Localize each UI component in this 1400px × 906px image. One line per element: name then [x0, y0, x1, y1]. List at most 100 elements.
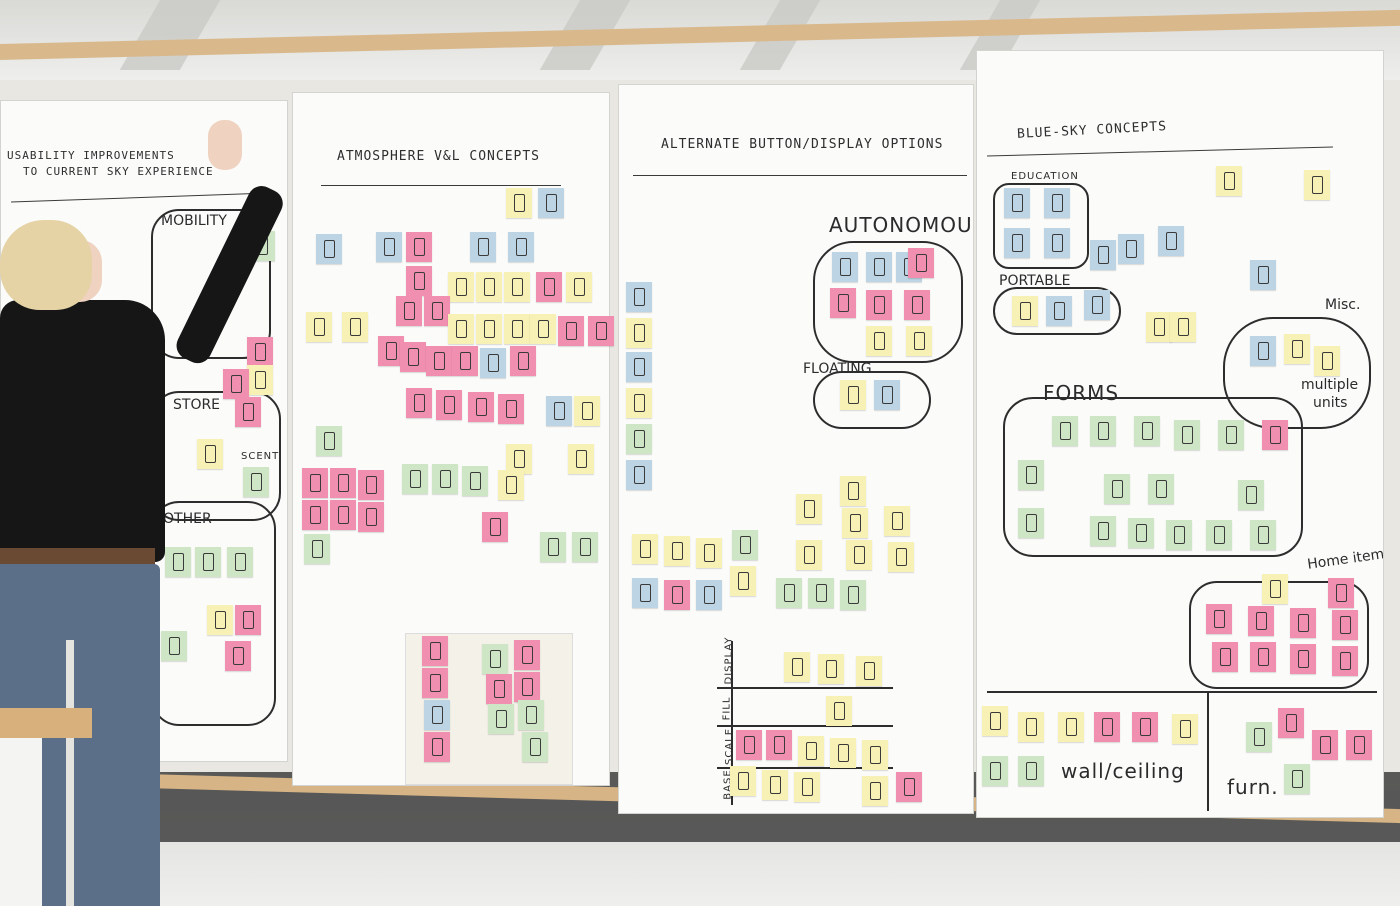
sticky-note	[1246, 722, 1272, 752]
sticky-note	[558, 316, 584, 346]
sticky-note	[808, 578, 834, 608]
sticky-note	[1132, 712, 1158, 742]
sticky-note	[1218, 420, 1244, 450]
label-wall-ceiling: wall/ceiling	[1061, 759, 1185, 783]
sticky-note	[1216, 166, 1242, 196]
sticky-note	[784, 652, 810, 682]
sticky-note	[632, 534, 658, 564]
sticky-note	[514, 672, 540, 702]
sticky-note	[235, 605, 261, 635]
grid-axis-row2	[717, 725, 893, 727]
sticky-note	[632, 578, 658, 608]
sticky-note	[406, 266, 432, 296]
desk-leg	[0, 738, 42, 906]
sticky-note	[482, 512, 508, 542]
sticky-note	[538, 188, 564, 218]
mobility-loop	[151, 209, 271, 359]
sticky-note	[866, 326, 892, 356]
sticky-note	[1134, 416, 1160, 446]
person-torso	[0, 300, 165, 562]
grid-axis-row3	[717, 767, 893, 769]
sticky-note	[1018, 460, 1044, 490]
sticky-note	[470, 232, 496, 262]
sticky-note	[884, 506, 910, 536]
label-other: OTHER	[163, 511, 212, 527]
sticky-note	[1052, 416, 1078, 446]
sticky-note	[626, 460, 652, 490]
sticky-note	[540, 532, 566, 562]
sticky-note	[197, 439, 223, 469]
sticky-note	[856, 656, 882, 686]
usability-title-line2: TO CURRENT SKY EXPERIENCE	[23, 165, 214, 178]
label-home-items: Home items	[1306, 545, 1384, 573]
sticky-note	[448, 314, 474, 344]
label-mobility: MOBILITY	[161, 213, 227, 229]
sticky-note	[1148, 474, 1174, 504]
sticky-note	[486, 674, 512, 704]
sticky-note	[1262, 420, 1288, 450]
sticky-note	[302, 500, 328, 530]
label-forms: FORMS	[1043, 381, 1120, 405]
sticky-note	[840, 580, 866, 610]
sticky-note	[452, 346, 478, 376]
grid-label-fill: FILL	[721, 696, 733, 721]
sticky-note	[514, 640, 540, 670]
sticky-note	[1094, 712, 1120, 742]
sticky-note	[1206, 604, 1232, 634]
sticky-note	[1250, 260, 1276, 290]
sticky-note	[842, 508, 868, 538]
misc-loop	[1223, 317, 1371, 429]
sticky-note	[536, 272, 562, 302]
sticky-note	[223, 369, 249, 399]
sticky-note	[626, 318, 652, 348]
grid-axis-vertical	[731, 641, 733, 805]
forms-loop	[1003, 397, 1303, 557]
atmosphere-title: ATMOSPHERE V&L CONCEPTS	[337, 149, 541, 164]
sticky-note	[866, 290, 892, 320]
usability-title-line1: USABILITY IMPROVEMENTS	[7, 149, 175, 162]
sticky-note	[546, 396, 572, 426]
sticky-note	[904, 290, 930, 320]
floating-loop	[813, 371, 931, 429]
sticky-note	[862, 776, 888, 806]
sticky-note	[448, 272, 474, 302]
sticky-note	[776, 578, 802, 608]
grid-axis-row1	[717, 687, 893, 689]
sticky-note	[510, 346, 536, 376]
sticky-note	[225, 641, 251, 671]
label-autonomous: AUTONOMOUS	[829, 213, 974, 237]
sticky-note	[736, 730, 762, 760]
sticky-note	[664, 580, 690, 610]
sticky-note	[664, 536, 690, 566]
vertical-divider	[1207, 691, 1209, 811]
person-belt	[0, 548, 155, 566]
sticky-note	[1004, 188, 1030, 218]
sticky-note	[1018, 756, 1044, 786]
sticky-note	[207, 605, 233, 635]
sticky-note	[498, 394, 524, 424]
sticky-note	[522, 732, 548, 762]
label-portable: PORTABLE	[999, 273, 1071, 289]
sticky-note	[424, 296, 450, 326]
sticky-note	[1172, 714, 1198, 744]
sticky-note	[488, 704, 514, 734]
sticky-note	[572, 532, 598, 562]
sticky-note	[874, 380, 900, 410]
sticky-note	[832, 252, 858, 282]
sticky-note	[306, 312, 332, 342]
autonomous-loop	[813, 241, 963, 363]
sticky-note	[1346, 730, 1372, 760]
sticky-note	[730, 766, 756, 796]
sticky-note	[888, 542, 914, 572]
sticky-note	[518, 700, 544, 730]
sticky-note	[626, 424, 652, 454]
leg-gap	[66, 640, 74, 906]
sticky-note	[830, 738, 856, 768]
sticky-note	[195, 547, 221, 577]
sticky-note	[568, 444, 594, 474]
desk	[0, 708, 92, 738]
sticky-note	[1158, 226, 1184, 256]
sticky-note	[161, 631, 187, 661]
sticky-note	[1090, 516, 1116, 546]
sticky-note	[862, 740, 888, 770]
